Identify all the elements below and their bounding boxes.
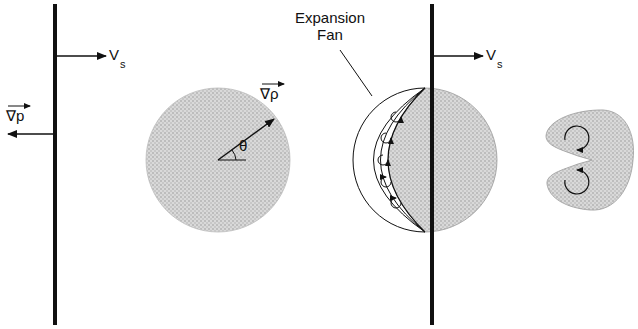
expansion-fan-label: Expansion Fan bbox=[290, 10, 370, 43]
angle-baseline bbox=[218, 160, 246, 161]
pressure-gradient-arrow bbox=[8, 133, 53, 135]
angle-arc bbox=[232, 150, 236, 160]
pressure-gradient-label: ∇p bbox=[6, 108, 24, 125]
velocity-label: V bbox=[109, 47, 119, 64]
expansion-fan-arc bbox=[381, 88, 426, 232]
velocity-label: V bbox=[486, 47, 496, 64]
expansion-fan-arc bbox=[374, 88, 426, 232]
velocity-subscript: s bbox=[120, 58, 126, 70]
vector-overbar bbox=[8, 106, 30, 107]
angle-label: θ bbox=[239, 138, 247, 155]
bubble-interface bbox=[388, 88, 425, 232]
expansion-fan-arc bbox=[353, 88, 425, 232]
density-gradient-label: ∇ρ bbox=[260, 86, 279, 103]
vortex-rotation-arrow bbox=[565, 126, 589, 150]
compressed-bubble bbox=[388, 88, 497, 232]
velocity-arrow bbox=[434, 55, 483, 57]
vector-overbar bbox=[262, 84, 284, 85]
velocity-arrow bbox=[57, 55, 106, 57]
vortex-ring bbox=[546, 110, 634, 210]
density-gradient-arrow bbox=[218, 119, 274, 160]
gas-bubble bbox=[146, 88, 290, 232]
velocity-subscript: s bbox=[497, 58, 503, 70]
vorticity-swirls bbox=[378, 112, 401, 208]
shock-front bbox=[53, 4, 57, 325]
leader-line bbox=[340, 50, 372, 96]
shock-front bbox=[430, 4, 434, 325]
vortex-rotation-arrow bbox=[565, 170, 589, 194]
